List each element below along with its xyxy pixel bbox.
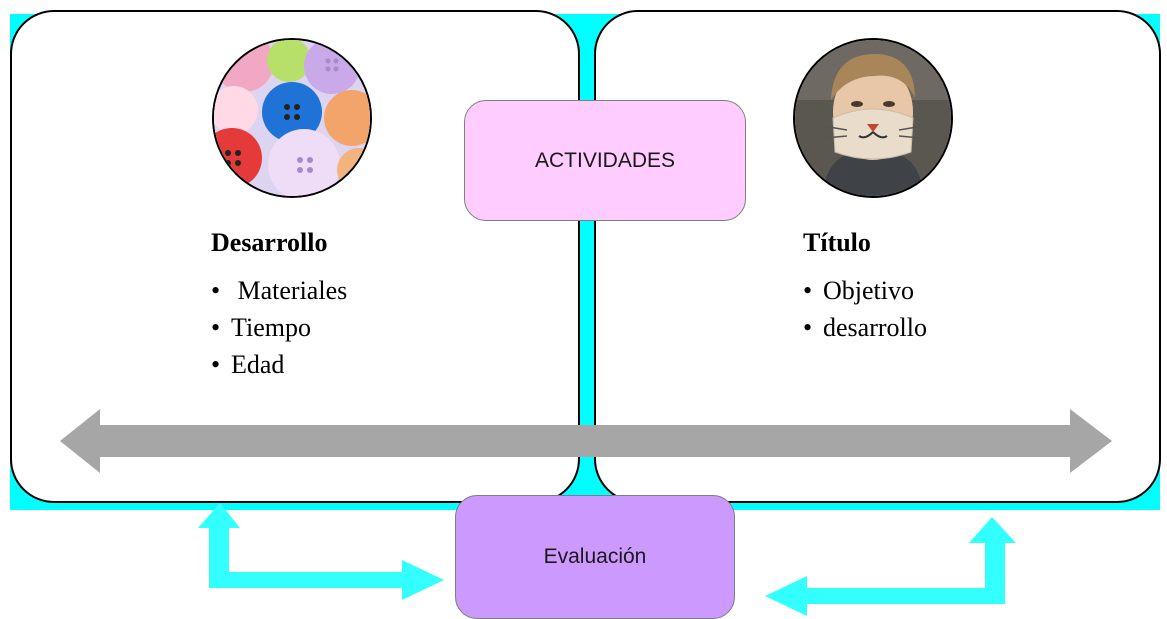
- left-heading: Desarrollo: [211, 228, 328, 257]
- right-bent-arrow-icon: [765, 517, 1016, 616]
- double-arrow-icon: [60, 409, 1112, 473]
- left-list: Materiales Tiempo Edad: [211, 272, 347, 383]
- activities-label: ACTIVIDADES: [534, 148, 676, 172]
- right-heading: Título: [803, 228, 871, 257]
- list-item: Materiales: [211, 272, 348, 309]
- left-bent-arrow-icon: [198, 503, 444, 600]
- right-list: Objetivo desarrollo: [803, 272, 927, 346]
- list-item: Objetivo: [803, 272, 927, 309]
- activities-box: ACTIVIDADES: [464, 100, 746, 221]
- list-item: Tiempo: [211, 309, 347, 346]
- list-item: Edad: [211, 346, 347, 383]
- list-item: desarrollo: [803, 309, 927, 346]
- buttons-photo: [212, 38, 372, 198]
- evaluation-label: Evaluación: [543, 545, 647, 568]
- evaluation-box: Evaluación: [455, 495, 735, 619]
